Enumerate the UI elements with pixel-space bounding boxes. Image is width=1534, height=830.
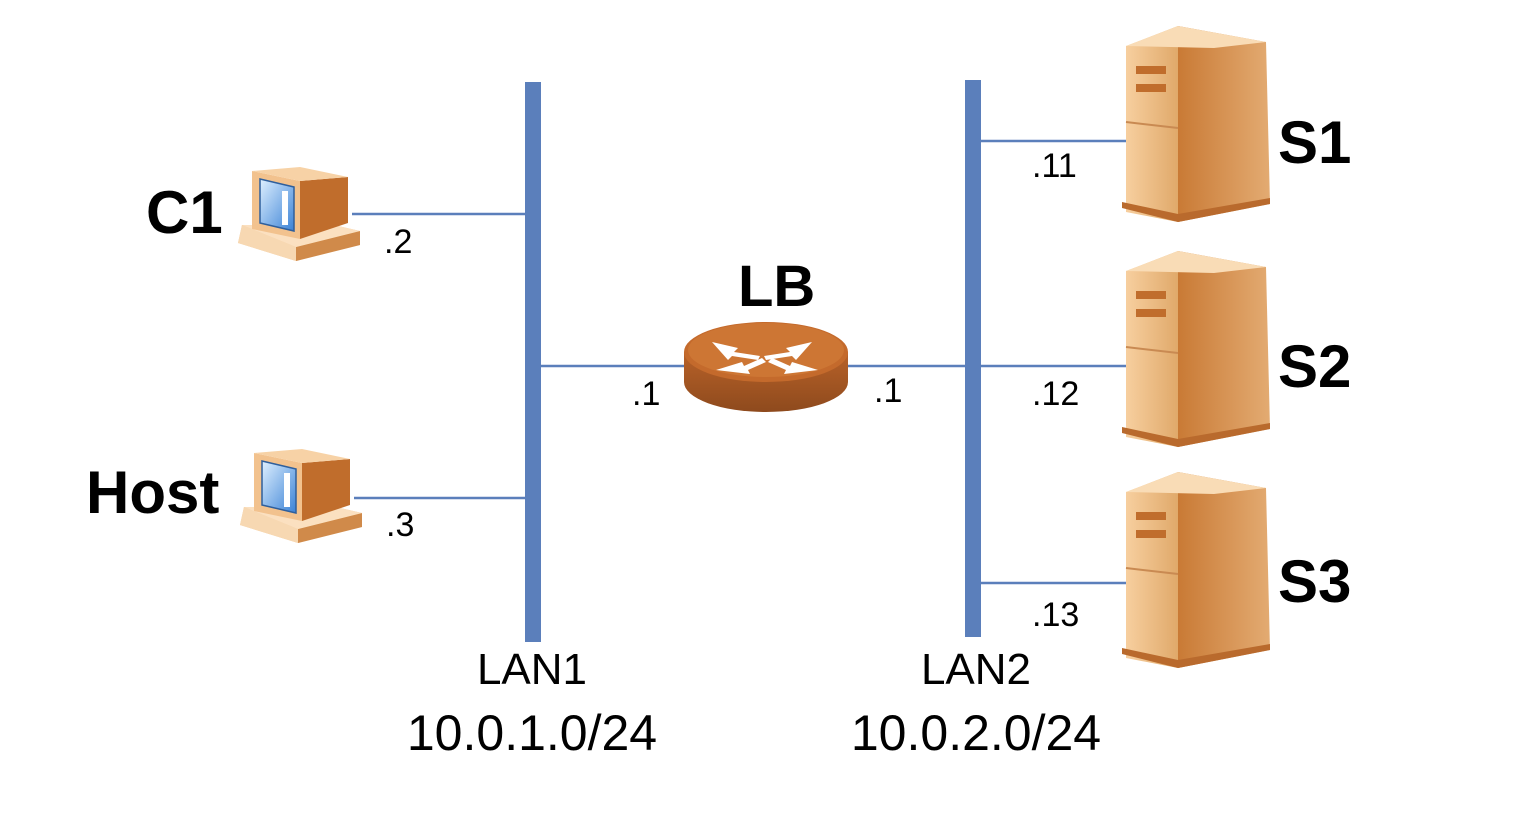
s2-address: .12 (1032, 375, 1079, 413)
s1-address: .11 (1032, 147, 1077, 185)
host-computer-icon (240, 449, 362, 543)
host-label: Host (86, 459, 219, 526)
lb-label: LB (738, 254, 815, 319)
s3-label: S3 (1278, 548, 1351, 615)
lb-lan1-address: .1 (632, 375, 660, 413)
lb-lan2-address: .1 (874, 372, 902, 410)
lan1-subnet: 10.0.1.0/24 (407, 705, 657, 761)
s2-server-icon (1122, 251, 1270, 447)
s3-address: .13 (1032, 596, 1079, 634)
host-address: .3 (386, 506, 414, 544)
s2-label: S2 (1278, 333, 1351, 400)
c1-label: C1 (146, 179, 223, 246)
c1-address: .2 (384, 223, 412, 261)
s1-label: S1 (1278, 109, 1351, 176)
lb-router-icon (684, 322, 848, 412)
lan1-name: LAN1 (477, 645, 587, 694)
s1-server-icon (1122, 26, 1270, 222)
s3-server-icon (1122, 472, 1270, 668)
c1-computer-icon (238, 167, 360, 261)
lan2-subnet: 10.0.2.0/24 (851, 705, 1101, 761)
lan2-name: LAN2 (921, 645, 1031, 694)
